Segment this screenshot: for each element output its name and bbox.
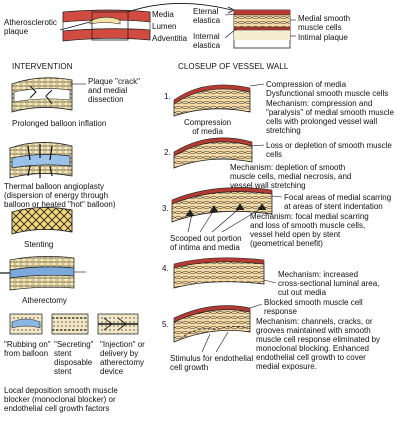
closeup-1-graphic (173, 83, 265, 117)
internal-elastica-label: Internal elastica (193, 32, 221, 50)
closeup-3-graphic (171, 187, 283, 233)
closeup-heading: CLOSEUP OF VESSEL WALL (178, 62, 289, 71)
closeup-5-number: 5. (162, 320, 169, 329)
scooped-out-label: Scooped out portion of intima and media (170, 234, 242, 252)
mechanism-4-text: Mechanism: increased cross-sectional lum… (278, 270, 380, 297)
atherectomy-caption: Atherectomy (22, 296, 67, 305)
closeup-2-graphic (173, 137, 265, 169)
compression-of-media-caption: Compression of media (184, 118, 232, 136)
mechanism-3-text: Mechanism: focal medial scarring and los… (250, 212, 369, 248)
mechanism-5-text: Mechanism: channels, cracks, or grooves … (256, 317, 381, 371)
injection-caption: "Injection" or delivery by atherectomy d… (100, 340, 145, 376)
mechanism-2-text: Mechanism: depletion of smooth muscle ce… (230, 163, 352, 190)
closeup-4-number: 4. (162, 264, 169, 273)
mechanism-1-text: Mechanism: compression and "paralysis" o… (266, 99, 394, 135)
thermal-balloon-graphic (9, 142, 73, 179)
closeup-3-number: 3. (162, 204, 169, 213)
medial-smooth-muscle-label: Medial smooth muscle cells (298, 14, 351, 32)
closeup-5-graphic (173, 303, 263, 353)
thermal-balloon-caption: Thermal balloon angioplasty (dispersion … (4, 182, 116, 209)
vessel-zoom-graphic (224, 9, 296, 49)
intervention-heading: INTERVENTION (12, 62, 73, 71)
loss-of-smc-label: Loss or depletion of smooth muscle cells (266, 141, 392, 159)
dysfunctional-smc-label: Dysfunctional smooth muscle cells (266, 89, 389, 98)
eternal-elastica-label: Eternal elastica (193, 7, 221, 25)
plaque-crack-label: Plaque "crack" and medial dissection (88, 77, 140, 104)
stimulus-label: Stimulus for endothelial cell growth (170, 354, 254, 372)
balloon-inflation-graphic (11, 77, 86, 113)
media-label: Media (152, 10, 174, 19)
closeup-1-number: 1. (164, 92, 171, 101)
balloon-inflation-caption: Prolonged balloon inflation (12, 119, 107, 128)
stent-graphic (11, 207, 73, 235)
closeup-2-number: 2. (164, 148, 171, 157)
blocked-smc-label: Blocked smooth muscle cell response (264, 298, 363, 316)
local-deposition-caption: Local deposition smooth muscle blocker (… (4, 386, 118, 413)
rubbing-caption: "Rubbing on" from balloon (4, 340, 51, 358)
focal-scarring-label: Focal areas of medial scarring at areas … (284, 193, 392, 211)
closeup-4-graphic (173, 257, 277, 289)
adventitia-label: Adventitia (152, 34, 188, 43)
intimal-plaque-label: Intimal plaque (298, 33, 348, 42)
vessel-overview-graphic (59, 3, 236, 42)
compression-of-media-label: Compression of media (266, 80, 347, 89)
secreting-stent-caption: "Secreting" stent disposable stent (54, 340, 94, 376)
atherosclerotic-plaque-label: Atherosclerotic plaque (4, 18, 57, 36)
stenting-caption: Stenting (24, 240, 54, 249)
lumen-label: Lumen (152, 22, 177, 31)
local-delivery-graphics (9, 313, 139, 335)
atherectomy-graphic (0, 256, 86, 291)
